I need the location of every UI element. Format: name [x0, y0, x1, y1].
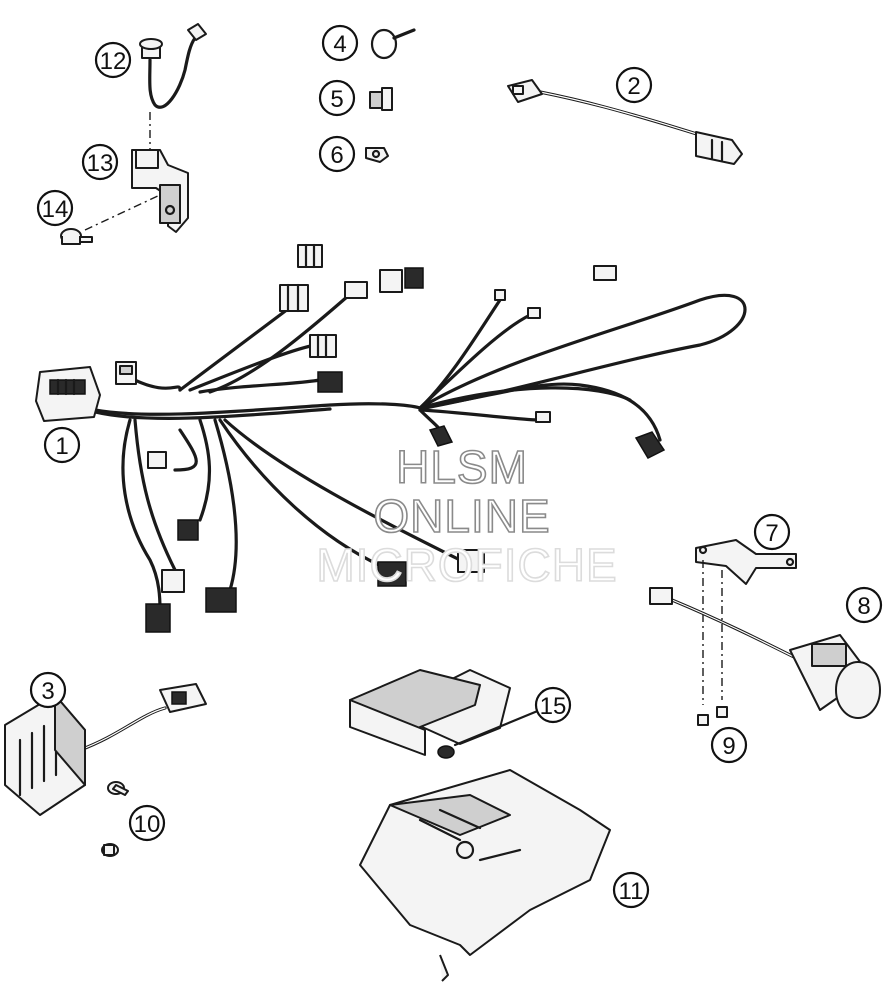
- callout-5-label: 5: [330, 86, 343, 113]
- part-2-adapter-cable[interactable]: [507, 79, 743, 165]
- callout-5[interactable]: 5: [318, 79, 356, 117]
- callout-9-label: 9: [722, 733, 735, 760]
- callout-8-label: 8: [857, 593, 870, 620]
- callout-14-label: 14: [42, 196, 69, 223]
- callout-1-label: 1: [55, 433, 68, 460]
- callout-1[interactable]: 1: [43, 426, 81, 464]
- callout-12[interactable]: 12: [94, 41, 132, 79]
- callout-14[interactable]: 14: [36, 189, 74, 227]
- callout-13[interactable]: 13: [81, 143, 119, 181]
- callout-11[interactable]: 11: [612, 871, 650, 909]
- part-13-switch-bracket[interactable]: [131, 149, 189, 233]
- callout-2-label: 2: [627, 73, 640, 100]
- callout-10-label: 10: [134, 811, 161, 838]
- callout-11-label: 11: [619, 878, 644, 905]
- callout-13-label: 13: [87, 150, 114, 177]
- part-14-bolt[interactable]: [60, 228, 93, 245]
- part-3-voltage-regulator[interactable]: [4, 683, 207, 816]
- callout-7-label: 7: [765, 520, 778, 547]
- callout-4[interactable]: 4: [321, 24, 359, 62]
- callout-9[interactable]: 9: [710, 726, 748, 764]
- callout-10[interactable]: 10: [128, 804, 166, 842]
- part-10-screw-lower[interactable]: [101, 843, 119, 857]
- callout-15[interactable]: 15: [534, 686, 572, 724]
- watermark-line-3: MICROFICHE: [316, 539, 617, 591]
- assembly-line-14-13: [84, 194, 161, 231]
- callout-6-label: 6: [330, 142, 343, 169]
- part-12-switch-cable[interactable]: [139, 23, 207, 109]
- watermark-line-2: ONLINE: [373, 490, 550, 542]
- callout-7[interactable]: 7: [753, 513, 791, 551]
- part-7-bracket[interactable]: [695, 539, 797, 585]
- callout-4-label: 4: [333, 31, 346, 58]
- leader-line-15: [453, 708, 542, 747]
- part-9-screw-right[interactable]: [716, 706, 728, 718]
- part-11-ecu-holder[interactable]: [349, 669, 611, 982]
- callout-6[interactable]: 6: [318, 135, 356, 173]
- callout-3-label: 3: [41, 678, 54, 705]
- part-15-grommet[interactable]: [437, 745, 455, 759]
- part-5-cable-clip[interactable]: [369, 87, 393, 111]
- part-9-screw-left[interactable]: [697, 714, 709, 726]
- part-10-screw-upper[interactable]: [107, 781, 129, 796]
- callout-15-label: 15: [540, 693, 567, 720]
- callout-3[interactable]: 3: [29, 671, 67, 709]
- callout-12-label: 12: [100, 48, 127, 75]
- part-4-cable-tie[interactable]: [370, 28, 416, 60]
- part-1-main-wiring-harness[interactable]: [35, 243, 747, 633]
- callout-2[interactable]: 2: [615, 66, 653, 104]
- part-8-sensor-motor[interactable]: [649, 587, 881, 719]
- callout-8[interactable]: 8: [845, 586, 883, 624]
- watermark-line-1: HLSM: [396, 441, 528, 493]
- watermark: HLSM ONLINE MICROFICHE: [316, 440, 618, 592]
- part-6-cable-holder[interactable]: [365, 147, 389, 163]
